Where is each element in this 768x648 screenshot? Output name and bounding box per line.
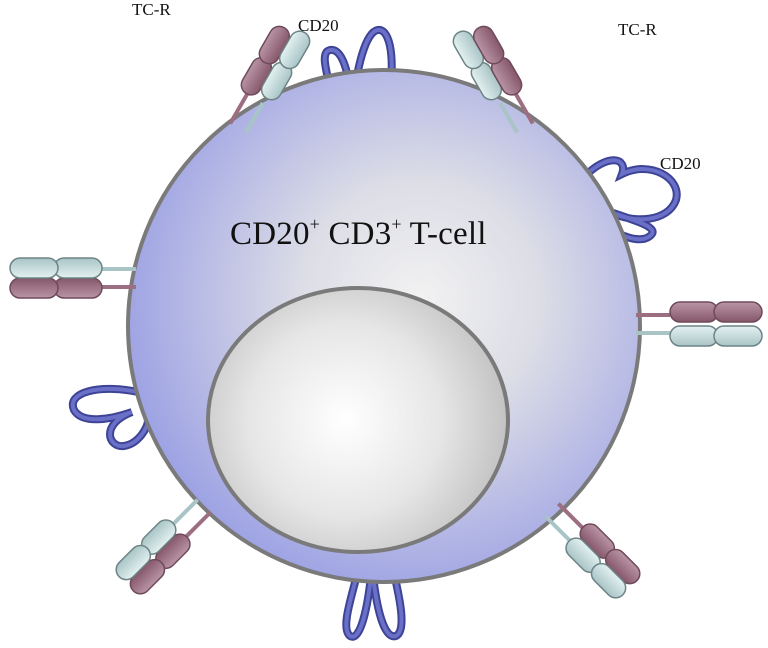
cd20-left — [68, 384, 152, 451]
cd20-right — [579, 156, 681, 244]
tcr-bottom-right — [544, 502, 641, 599]
cell-title-sup1: + — [309, 214, 321, 234]
tcr-right — [636, 301, 763, 347]
nucleus — [206, 286, 510, 554]
label-cd20-right: CD20 — [660, 154, 701, 173]
label-tcr-top-right: TC-R — [618, 20, 657, 39]
tcr-top-left — [228, 25, 311, 134]
cell-title-sup2: + — [391, 214, 402, 234]
cell-title-part2: CD3 — [320, 216, 392, 252]
cell-title: CD20+ CD3+ T-cell — [230, 214, 487, 253]
label-cd20-top: CD20 — [298, 16, 339, 35]
label-tcr-top-left: TC-R — [132, 0, 171, 19]
cell-title-part3: T-cell — [401, 216, 487, 252]
tcr-bottom-left — [115, 498, 212, 595]
tcr-left — [9, 257, 136, 299]
cell-title-part1: CD20 — [230, 216, 310, 252]
tcr-top-right — [452, 25, 535, 134]
